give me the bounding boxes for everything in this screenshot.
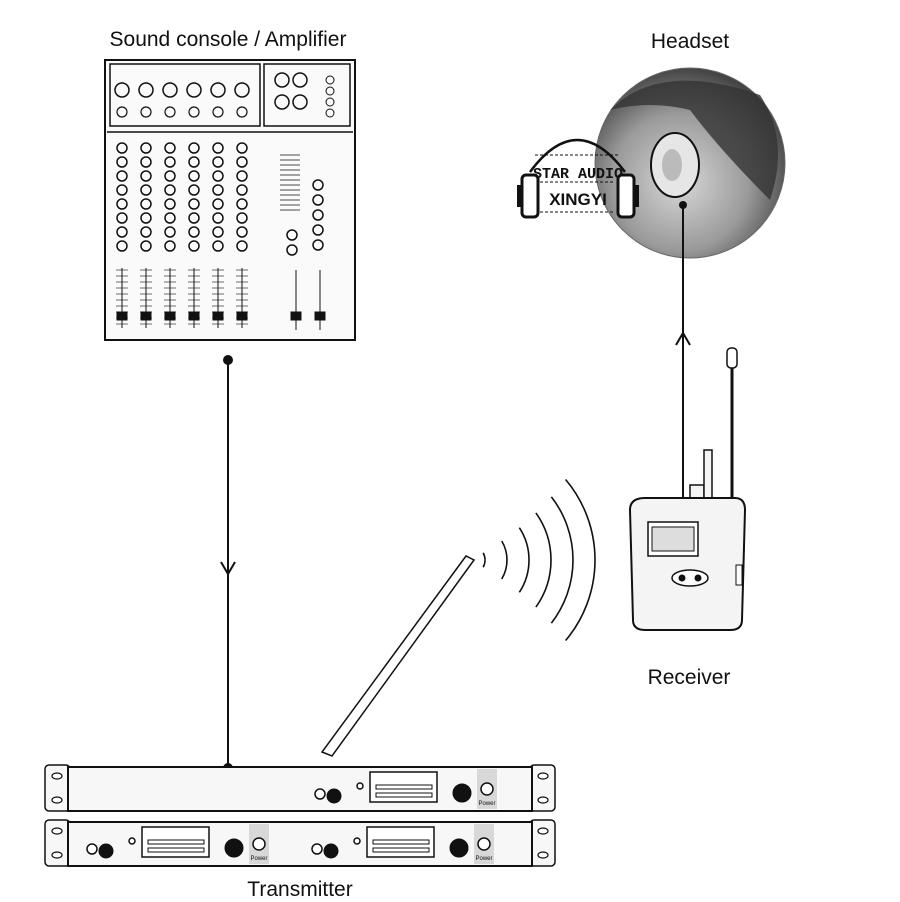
mixer-knob — [212, 184, 224, 196]
headset-label: Headset — [650, 30, 730, 53]
mixer-knob — [212, 240, 224, 252]
mixer-knob — [164, 226, 176, 238]
volume-knob — [98, 843, 114, 859]
mixer-knob — [188, 184, 200, 196]
rack-ear-right — [529, 764, 556, 812]
mixer-knob — [116, 184, 128, 196]
mixer-knob — [116, 226, 128, 238]
select-knob — [449, 838, 469, 858]
receiver-to-headset-cable — [675, 207, 691, 510]
mixer-knob — [212, 198, 224, 210]
mixer-knob — [164, 198, 176, 210]
mixer-knob — [236, 170, 248, 182]
mixer-knob — [236, 212, 248, 224]
mixer-knob — [164, 156, 176, 168]
sound-console — [104, 59, 356, 341]
mixer-knob — [236, 142, 248, 154]
mixer-knob — [116, 156, 128, 168]
signal-wave — [550, 496, 574, 624]
signal-wave — [564, 478, 596, 642]
channel-fader — [212, 311, 224, 321]
mixer-knob — [212, 212, 224, 224]
power-label: Power — [250, 856, 267, 862]
select-knob — [224, 838, 244, 858]
xlr-input — [186, 82, 202, 98]
mixer-knob — [236, 184, 248, 196]
signal-wave — [482, 552, 486, 568]
channel-fader — [140, 311, 152, 321]
receiver-device — [628, 347, 747, 631]
volume-knob — [323, 843, 339, 859]
channel-fader — [188, 311, 200, 321]
mixer-knob — [188, 156, 200, 168]
mixer-knob — [188, 198, 200, 210]
mixer-knob — [116, 142, 128, 154]
xlr-input — [234, 82, 250, 98]
mixer-knob — [212, 142, 224, 154]
mixer-knob — [188, 170, 200, 182]
mixer-knob — [236, 240, 248, 252]
mixer-knob — [140, 142, 152, 154]
xlr-input — [162, 82, 178, 98]
mixer-knob — [140, 198, 152, 210]
mixer-knob — [140, 184, 152, 196]
mixer-knob — [164, 240, 176, 252]
mixer-knob — [212, 226, 224, 238]
console-label: Sound console / Amplifier — [109, 28, 347, 51]
mixer-knob — [236, 156, 248, 168]
mixer-knob — [116, 212, 128, 224]
signal-wave — [535, 512, 552, 608]
xlr-input — [210, 82, 226, 98]
logo-text-line1: STAR AUDIO — [533, 166, 623, 183]
power-button — [477, 837, 491, 851]
mixer-knob — [212, 170, 224, 182]
power-button — [480, 782, 494, 796]
mixer-knob — [140, 240, 152, 252]
mixer-knob — [236, 226, 248, 238]
mixer-knob — [140, 170, 152, 182]
transmitter-antenna — [320, 555, 476, 757]
receiver-label: Receiver — [647, 666, 731, 689]
mixer-knob — [188, 212, 200, 224]
power-button — [252, 837, 266, 851]
channel-fader — [236, 311, 248, 321]
mixer-knob — [140, 156, 152, 168]
console-to-transmitter-cable — [220, 355, 236, 773]
rack-ear-right — [529, 819, 556, 867]
mixer-knob — [164, 142, 176, 154]
transmitter-label: Transmitter — [247, 878, 353, 901]
mixer-knob — [116, 240, 128, 252]
mixer-knob — [116, 198, 128, 210]
xlr-input — [138, 82, 154, 98]
signal-wave — [518, 527, 530, 593]
headset-image — [594, 67, 786, 259]
logo-text-line2: XINGYI — [549, 190, 607, 209]
channel-fader — [164, 311, 176, 321]
mixer-knob — [188, 240, 200, 252]
wireless-signal-waves — [482, 478, 596, 642]
rack-ear-left — [44, 819, 71, 867]
mixer-knob — [140, 212, 152, 224]
mixer-knob — [140, 226, 152, 238]
mixer-knob — [212, 156, 224, 168]
signal-wave — [501, 540, 508, 580]
volume-knob — [326, 788, 342, 804]
mixer-knob — [164, 212, 176, 224]
select-knob — [452, 783, 472, 803]
power-label: Power — [478, 801, 495, 807]
mixer-knob — [164, 184, 176, 196]
star-audio-logo: STAR AUDIO XINGYI — [517, 138, 639, 219]
mixer-knob — [188, 142, 200, 154]
mixer-knob — [116, 170, 128, 182]
mixer-knob — [188, 226, 200, 238]
mixer-knob — [236, 198, 248, 210]
power-label: Power — [475, 856, 492, 862]
channel-fader — [116, 311, 128, 321]
mixer-knob — [164, 170, 176, 182]
rack-ear-left — [44, 764, 71, 812]
xlr-input — [114, 82, 130, 98]
